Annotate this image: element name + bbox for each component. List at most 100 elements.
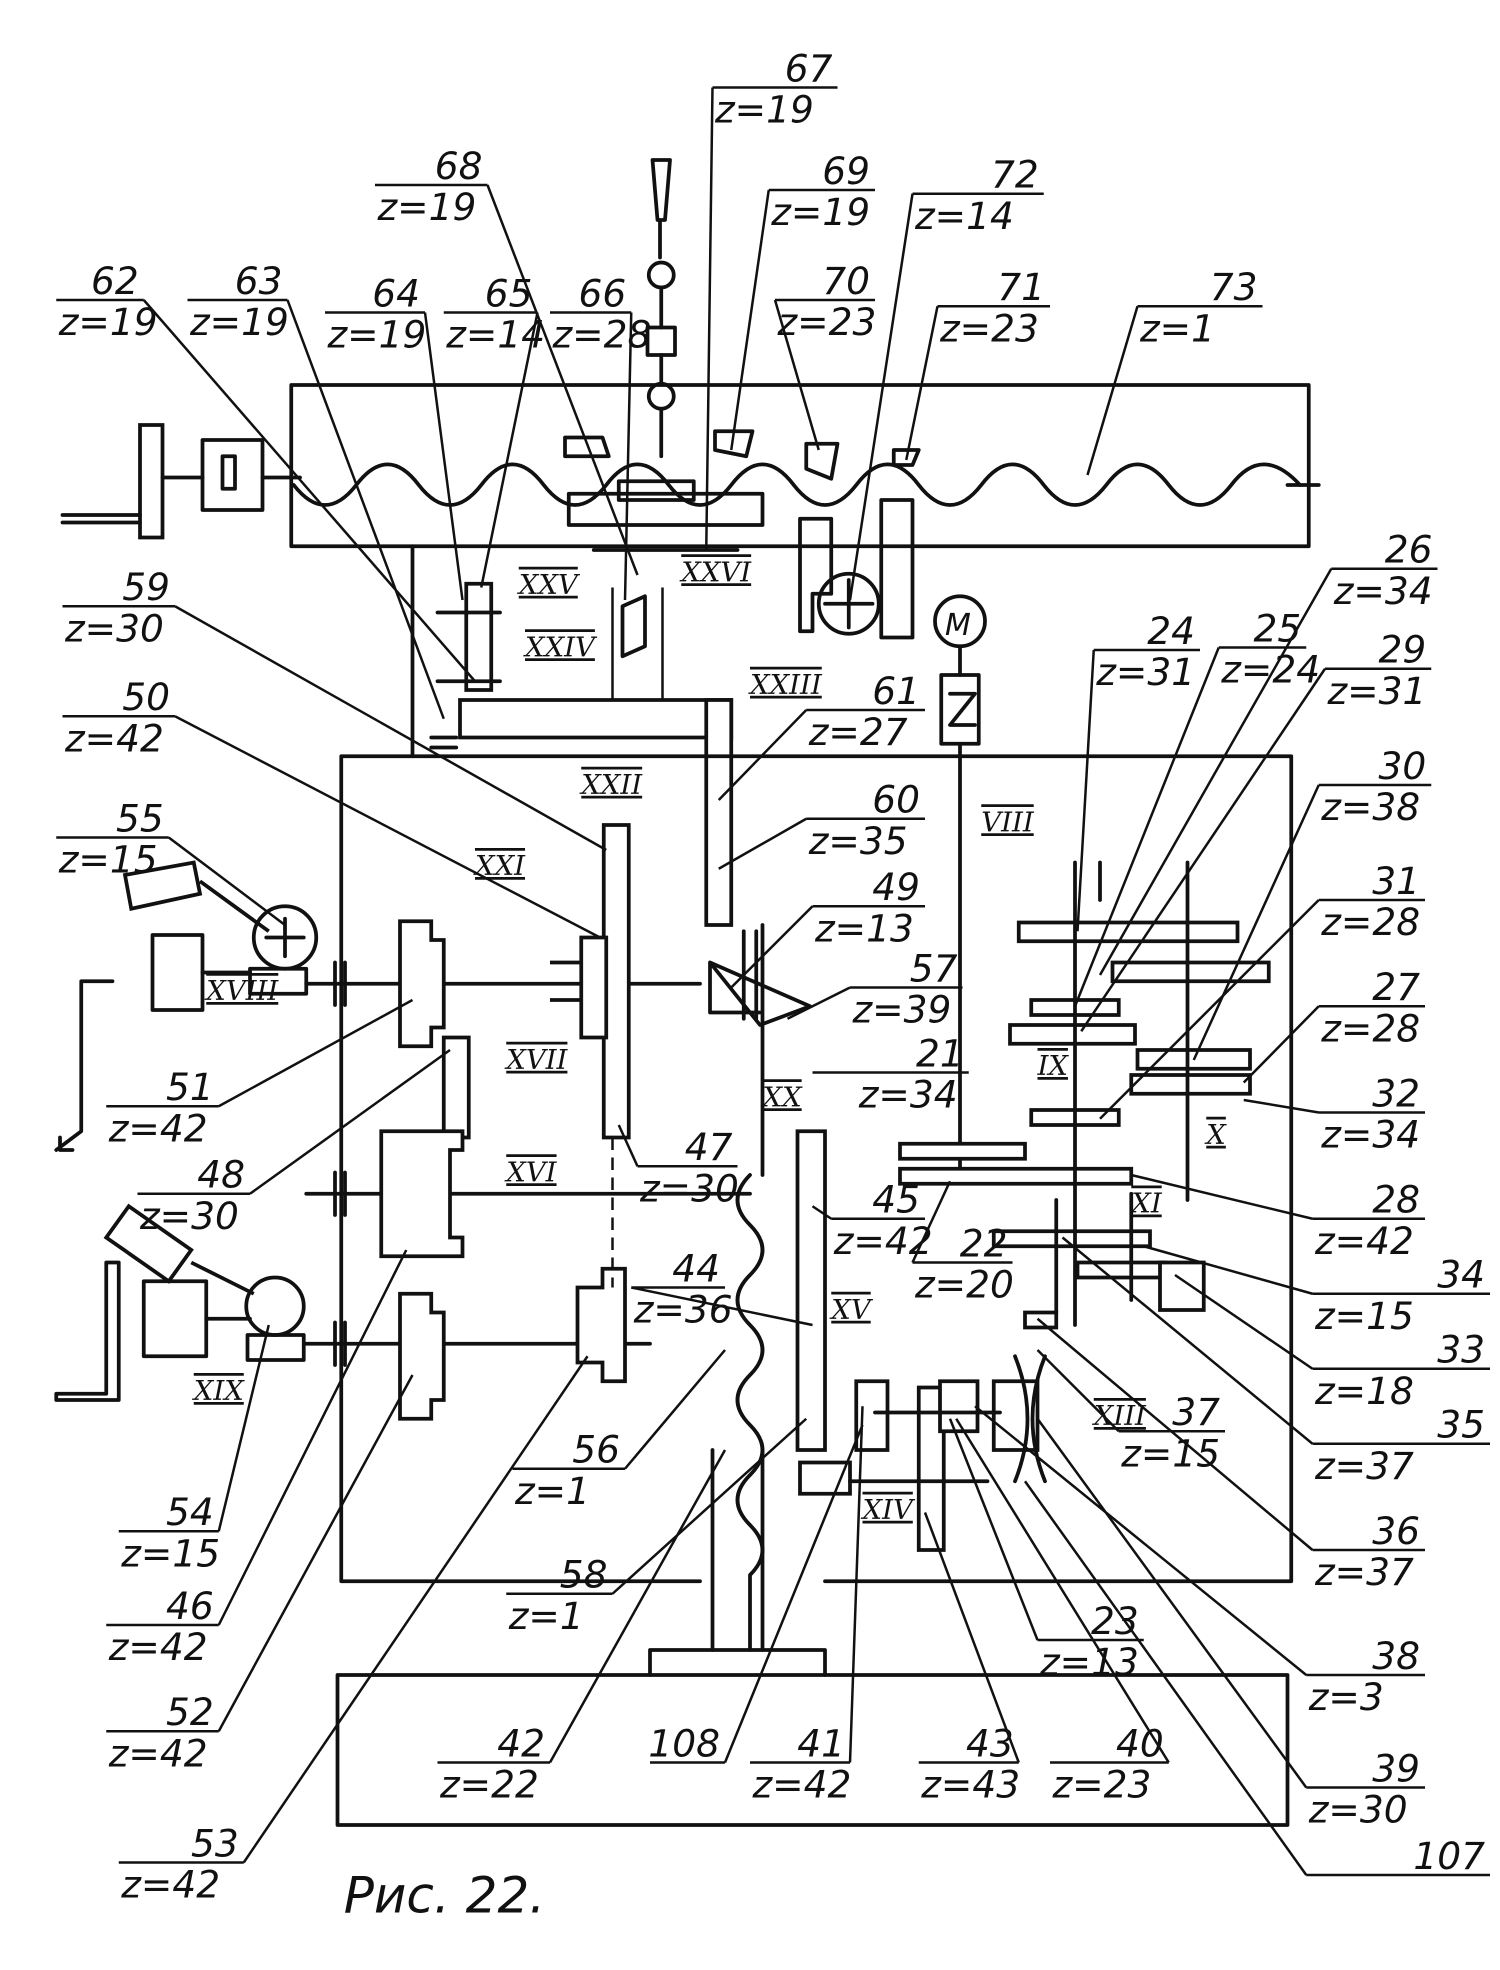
clutch-top — [200, 438, 265, 512]
part-number: 28 — [1372, 1178, 1420, 1222]
leader-line — [1073, 646, 1307, 1007]
tooth-count: z=14 — [914, 194, 1014, 238]
part-label-73: 73z=1 — [1086, 265, 1263, 476]
leader-line — [506, 1417, 808, 1595]
shaft-label-XIX: XIX — [192, 1375, 245, 1407]
leader-line — [325, 311, 464, 601]
part-label-32: 32z=34 — [1243, 1071, 1425, 1157]
figure-caption: Рис. 22. — [344, 1867, 545, 1925]
bevel-shaft — [741, 929, 759, 1021]
part-label-39: 39z=30 — [1036, 1418, 1425, 1832]
part-number: 50 — [122, 675, 170, 719]
shaft-label-XX: XX — [761, 1081, 804, 1113]
tooth-count: z=30 — [1308, 1788, 1408, 1832]
shaft-XXIV — [611, 587, 664, 700]
leader-line — [550, 311, 633, 601]
part-label-58: 58z=1 — [506, 1417, 808, 1638]
leader-line — [443, 311, 539, 588]
leader-line — [1192, 783, 1432, 1061]
leader-line — [1023, 1480, 1490, 1877]
part-label-64: 64z=19 — [325, 271, 464, 601]
part-label-60: 60z=35 — [718, 778, 925, 870]
part-number: 46 — [166, 1584, 214, 1628]
leader-line — [106, 1249, 408, 1627]
part-number: 31 — [1372, 859, 1420, 903]
gear-21 — [898, 1141, 1027, 1161]
tooth-count: z=34 — [858, 1073, 958, 1117]
part-label-61: 61z=27 — [717, 669, 925, 801]
shaft-label-XXV: XXV — [517, 569, 581, 601]
shaft-label-XIII: XIII — [1092, 1400, 1147, 1432]
part-label-55: 55z=15 — [56, 796, 286, 926]
lever-joint — [646, 260, 676, 290]
part-number: 32 — [1372, 1071, 1420, 1115]
crank-XIX — [54, 1260, 121, 1402]
leader-line — [948, 1418, 1144, 1642]
mechanism-drawing — [54, 158, 1321, 1827]
part-number: 61 — [872, 669, 920, 713]
part-label-57: 57z=39 — [786, 946, 963, 1032]
shaft-XXIV-bearings — [429, 610, 502, 750]
leader-line — [56, 298, 476, 683]
part-label-107: 107 — [1023, 1480, 1490, 1878]
worm-107 — [1013, 1354, 1047, 1484]
leader-line — [1130, 1173, 1425, 1220]
shaft-XXIII-block — [458, 698, 734, 740]
tooth-count: z=42 — [108, 1106, 208, 1150]
tooth-count: z=27 — [808, 710, 908, 754]
part-number: 54 — [166, 1490, 214, 1534]
tooth-count: z=23 — [1052, 1763, 1152, 1807]
part-number: 42 — [497, 1721, 545, 1765]
tooth-count: z=37 — [1314, 1444, 1414, 1488]
leader-line — [62, 715, 601, 939]
part-label-22: 22z=20 — [911, 1180, 1014, 1307]
tooth-count: z=42 — [752, 1763, 852, 1807]
part-label-53: 53z=42 — [118, 1355, 589, 1907]
crank-XVIII — [54, 979, 115, 1152]
tooth-count: z=15 — [58, 838, 158, 882]
part-number: 23 — [1091, 1599, 1139, 1643]
tooth-count: z=1 — [508, 1594, 584, 1638]
tooth-count: z=19 — [714, 88, 814, 132]
shaft-bearings — [333, 960, 347, 1367]
leader-line — [1099, 898, 1425, 1120]
worm-housing — [798, 498, 915, 640]
tooth-count: z=20 — [914, 1263, 1014, 1307]
part-number: 34 — [1437, 1253, 1485, 1297]
leader-line — [786, 986, 963, 1020]
part-number: 47 — [685, 1125, 733, 1169]
tooth-count: z=1 — [1139, 306, 1215, 350]
part-label-47: 47z=30 — [617, 1124, 739, 1210]
part-number: 44 — [672, 1246, 720, 1290]
part-label-25: 25z=24 — [1073, 606, 1320, 1007]
part-label-37: 37z=15 — [1036, 1349, 1225, 1475]
tooth-count: z=30 — [64, 606, 164, 650]
part-number: 69 — [822, 149, 870, 193]
part-number: 66 — [579, 271, 627, 315]
part-label-31: 31z=28 — [1099, 859, 1425, 1120]
tooth-count: z=3 — [1308, 1675, 1384, 1719]
leader-line — [437, 1449, 727, 1764]
leader-line — [1036, 1317, 1425, 1552]
part-label-69: 69z=19 — [730, 149, 875, 451]
shaft-label-XXII: XXII — [579, 769, 643, 801]
part-label-38: 38z=3 — [974, 1405, 1425, 1719]
shaft-label-XV: XV — [829, 1294, 874, 1326]
tooth-count: z=28 — [1320, 900, 1420, 944]
top-gear-block — [566, 479, 765, 552]
tooth-count: z=42 — [108, 1625, 208, 1669]
part-number: 26 — [1385, 528, 1433, 572]
shaft-label-XVI: XVI — [504, 1156, 557, 1188]
part-label-62: 62z=19 — [56, 259, 476, 683]
part-label-40: 40z=23 — [955, 1418, 1170, 1807]
part-label-63: 63z=19 — [187, 259, 445, 720]
tooth-count: z=30 — [139, 1194, 239, 1238]
part-label-71: 71z=23 — [905, 265, 1050, 461]
part-label-51: 51z=42 — [106, 998, 414, 1150]
bottom-shafts — [848, 1410, 1002, 1484]
right-gear-box — [898, 860, 1271, 1330]
part-number: 45 — [872, 1178, 920, 1222]
part-number: 60 — [872, 778, 920, 822]
gear-50 — [550, 935, 609, 1040]
part-number: 29 — [1379, 628, 1427, 672]
